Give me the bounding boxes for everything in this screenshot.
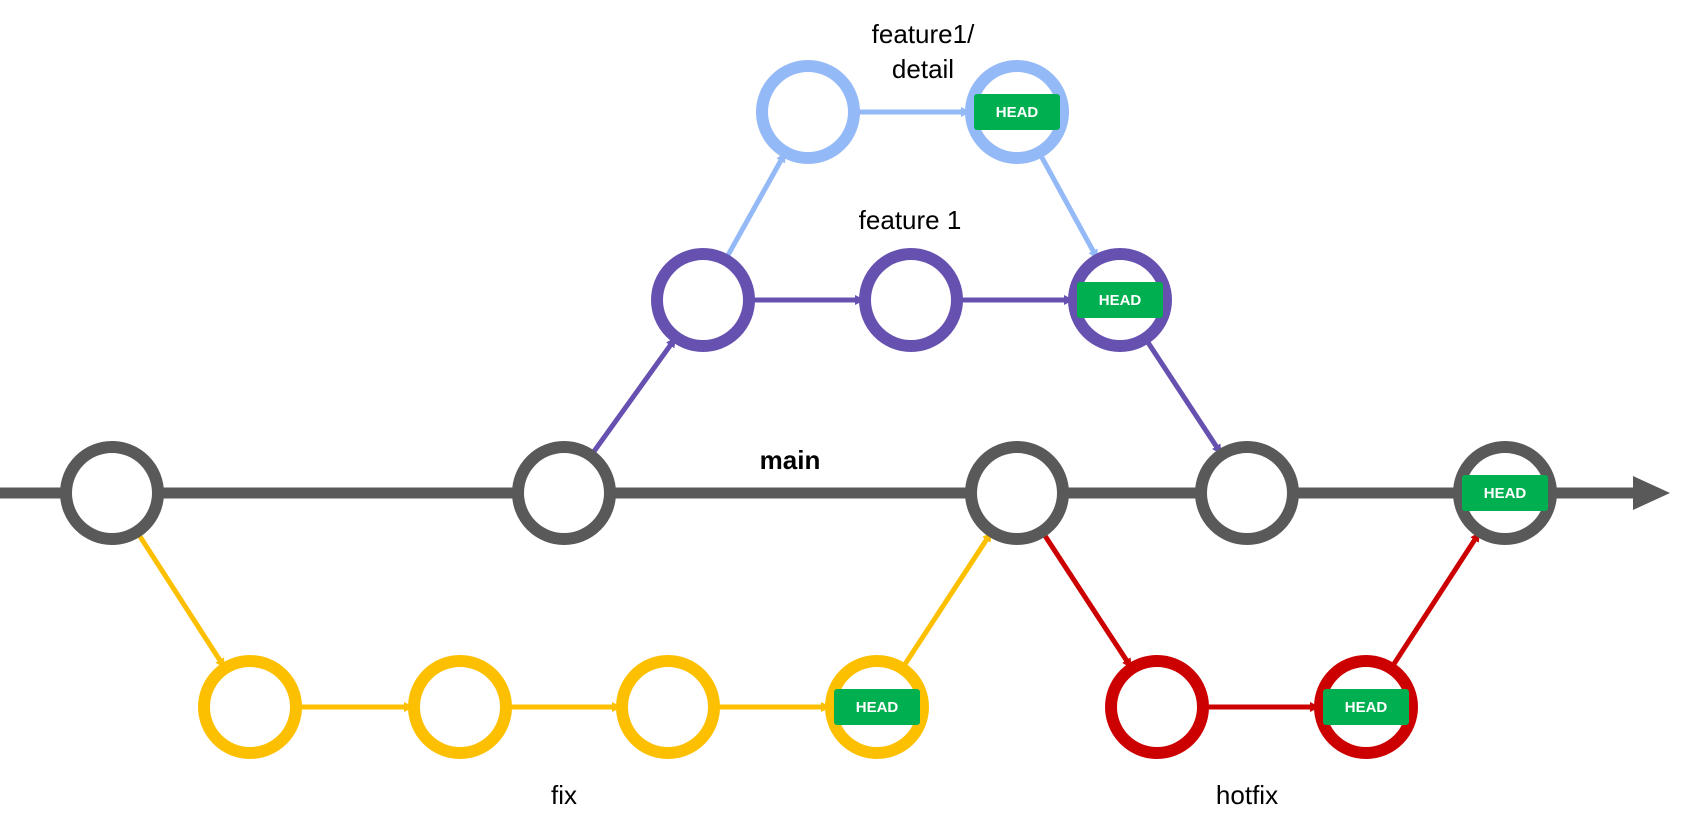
commit-circle-x2 [408, 655, 512, 759]
commit-circle-f2 [859, 248, 963, 352]
edges-layer [134, 107, 1481, 712]
commit-node-m1 [60, 441, 164, 545]
commit-node-m3 [965, 441, 1069, 545]
commit-circle-m1 [60, 441, 164, 545]
head-badge-label-h2: HEAD [1345, 699, 1388, 716]
commit-node-x4: HEAD [825, 655, 929, 759]
commit-circle-f1 [651, 248, 755, 352]
commit-circle-m2 [512, 441, 616, 545]
head-badge-h2 [1323, 689, 1409, 725]
commit-node-d1 [756, 60, 860, 164]
head-badge-d2 [974, 94, 1060, 130]
commit-node-m4 [1195, 441, 1299, 545]
commit-circle-x1 [198, 655, 302, 759]
head-badge-label-f3: HEAD [1099, 292, 1142, 309]
commit-node-f2 [859, 248, 963, 352]
edge-m2-to-f1 [588, 337, 677, 458]
edge-d2-to-f3 [1036, 151, 1100, 260]
edge-f3-to-m4 [1143, 337, 1223, 455]
commit-circle-h1 [1105, 655, 1209, 759]
commit-node-x2 [408, 655, 512, 759]
head-badge-label-d2: HEAD [996, 104, 1039, 121]
edge-m1-to-x1 [134, 530, 227, 669]
head-badge-label-x4: HEAD [856, 699, 899, 716]
commit-node-f1 [651, 248, 755, 352]
commit-node-h2: HEAD [1314, 655, 1418, 759]
commit-node-m5: HEAD [1453, 441, 1557, 545]
head-badge-m5 [1462, 475, 1548, 511]
edge-f1-to-d1 [723, 152, 787, 262]
commit-node-f3: HEAD [1068, 248, 1172, 352]
commit-node-d2: HEAD [965, 60, 1069, 164]
edge-x4-to-m3 [900, 531, 993, 670]
fix-branch-label: fix [551, 780, 577, 810]
hotfix-branch-label: hotfix [1216, 780, 1278, 810]
commit-circle-x3 [616, 655, 720, 759]
commit-node-h1 [1105, 655, 1209, 759]
feature1-detail-branch-label-line1: feature1/ [872, 19, 975, 49]
feature1-detail-branch-label-line2: detail [892, 54, 954, 84]
main-branch-label: main [760, 445, 821, 475]
main-arrowhead [1633, 476, 1670, 510]
commits-layer: HEAD HEAD HEAD HEAD HEAD [60, 60, 1557, 759]
edge-m3-to-h1 [1040, 530, 1133, 669]
edge-h2-to-m5 [1389, 531, 1481, 670]
feature1-branch-label: feature 1 [859, 205, 962, 235]
commit-circle-m4 [1195, 441, 1299, 545]
head-badge-f3 [1077, 282, 1163, 318]
head-badge-x4 [834, 689, 920, 725]
commit-node-x3 [616, 655, 720, 759]
commit-circle-d1 [756, 60, 860, 164]
commit-node-m2 [512, 441, 616, 545]
commit-node-x1 [198, 655, 302, 759]
commit-circle-m3 [965, 441, 1069, 545]
head-badge-label-m5: HEAD [1484, 485, 1527, 502]
